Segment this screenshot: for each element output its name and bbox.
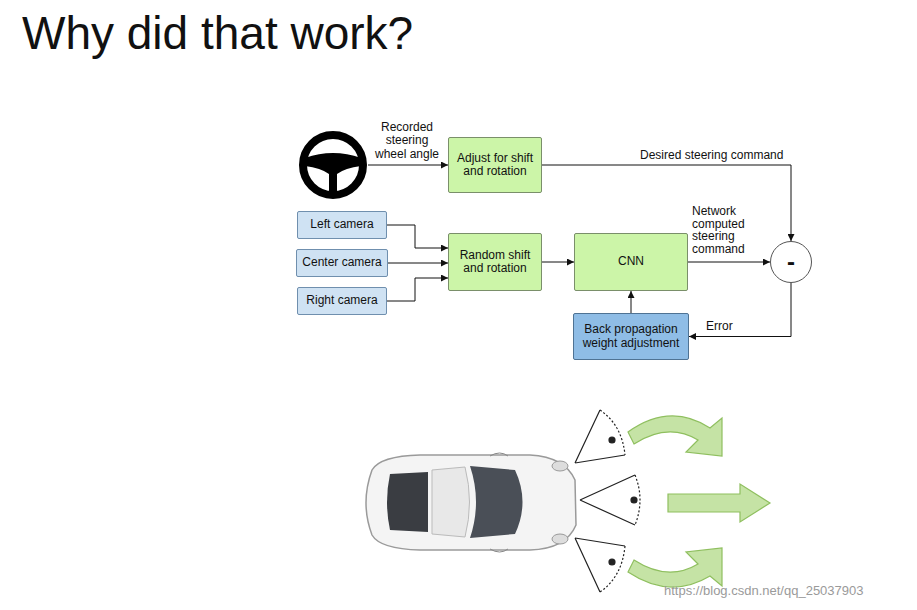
car (366, 453, 576, 552)
slide-title: Why did that work? (22, 8, 413, 59)
edge-label: Network computed steering command (692, 205, 754, 255)
camera-box: Center camera (296, 249, 388, 277)
node-text: Center camera (302, 256, 381, 269)
connector-arrow (388, 263, 448, 264)
direction-arrows (628, 416, 770, 587)
process-box: Adjust for shift and rotation (448, 137, 542, 193)
node-text: Adjust for shift and rotation (453, 152, 537, 179)
connector-arrow (688, 262, 770, 263)
connector-arrow (387, 225, 448, 248)
node-text: CNN (618, 255, 644, 268)
connector-arrow (631, 291, 632, 313)
network-box: CNN (574, 233, 688, 291)
process-box: Back propagation weight adjustment (573, 313, 689, 360)
signal-label: Recorded steering wheel angle (370, 121, 444, 161)
node-text: Left camera (310, 218, 373, 231)
camera-box: Right camera (297, 287, 387, 315)
node-text: - (787, 249, 795, 276)
connector-arrow (387, 278, 448, 301)
input-arrow (368, 165, 448, 166)
connector-arrow (689, 283, 791, 337)
node-text: Back propagation weight adjustment (578, 323, 684, 350)
node-text: Right camera (306, 294, 377, 307)
node-text: Random shift and rotation (453, 249, 537, 276)
subtract-node: - (770, 241, 812, 283)
edge-label: Desired steering command (640, 149, 800, 162)
camera-box: Left camera (297, 211, 387, 239)
process-box: Random shift and rotation (448, 233, 542, 291)
connector-arrow (542, 262, 574, 263)
watermark: https://blog.csdn.net/qq_25037903 (664, 584, 914, 599)
connector-arrow (542, 165, 791, 241)
steering-wheel (303, 135, 363, 195)
edge-label: Error (706, 320, 756, 333)
